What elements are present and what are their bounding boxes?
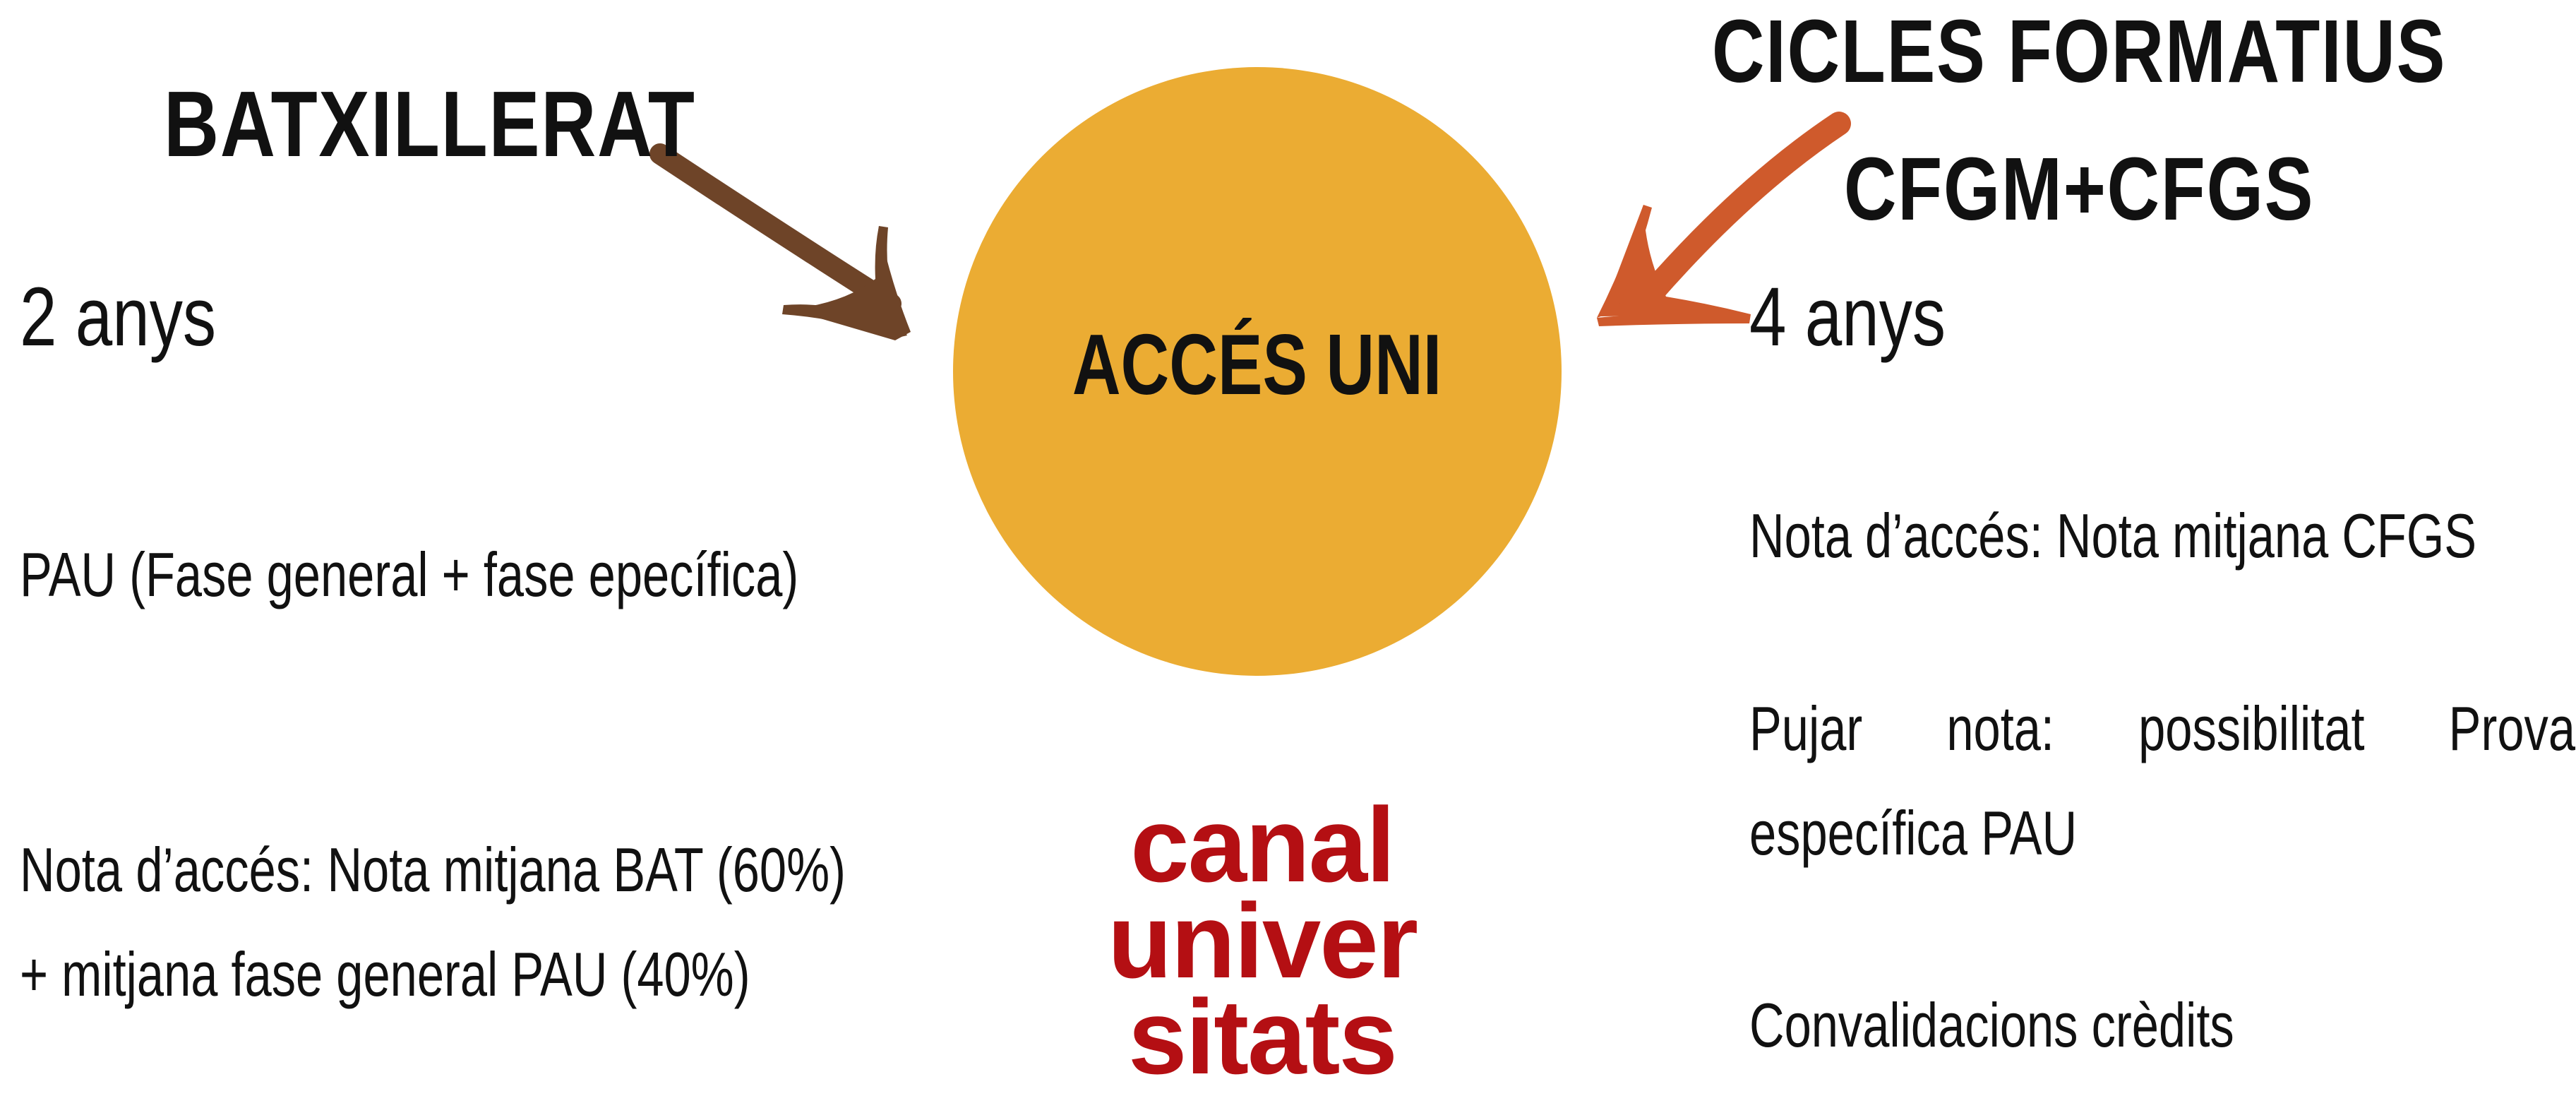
access-circle	[953, 67, 1562, 676]
circle-label: ACCÉS UNI	[953, 321, 1562, 407]
circle-label-text: ACCÉS UNI	[1072, 316, 1442, 412]
cicles-convalidacions-text: Convalidacions crèdits	[1749, 990, 2234, 1060]
batxillerat-nota-text: Nota d’accés: Nota mitjana BAT (60%) + m…	[20, 835, 846, 1009]
logo-line-1: canal	[1130, 785, 1396, 904]
cicles-title-line1: CICLES FORMATIUS	[1711, 1, 2447, 101]
batxillerat-title: BATXILLERAT	[164, 72, 696, 176]
cicles-title-line2: CFGM+CFGS	[1843, 139, 2315, 239]
batxillerat-duration: 2 anys	[20, 270, 217, 364]
right-arrow-icon	[1597, 112, 1851, 326]
left-arrow-icon	[649, 143, 911, 340]
canal-universitats-logo: canal univer sitats	[1093, 785, 1432, 1096]
logo-line-2: univer	[1107, 881, 1418, 1000]
cicles-duration: 4 anys	[1749, 270, 1946, 364]
batxillerat-pau-text: PAU (Fase general + fase epecífica)	[20, 540, 799, 609]
cicles-pujar-text: Pujar nota: possibilitat Prova específic…	[1749, 693, 2575, 868]
cicles-nota-text: Nota d’accés: Nota mitjana CFGS	[1749, 501, 2477, 571]
logo-line-3: sitats	[1128, 977, 1398, 1096]
